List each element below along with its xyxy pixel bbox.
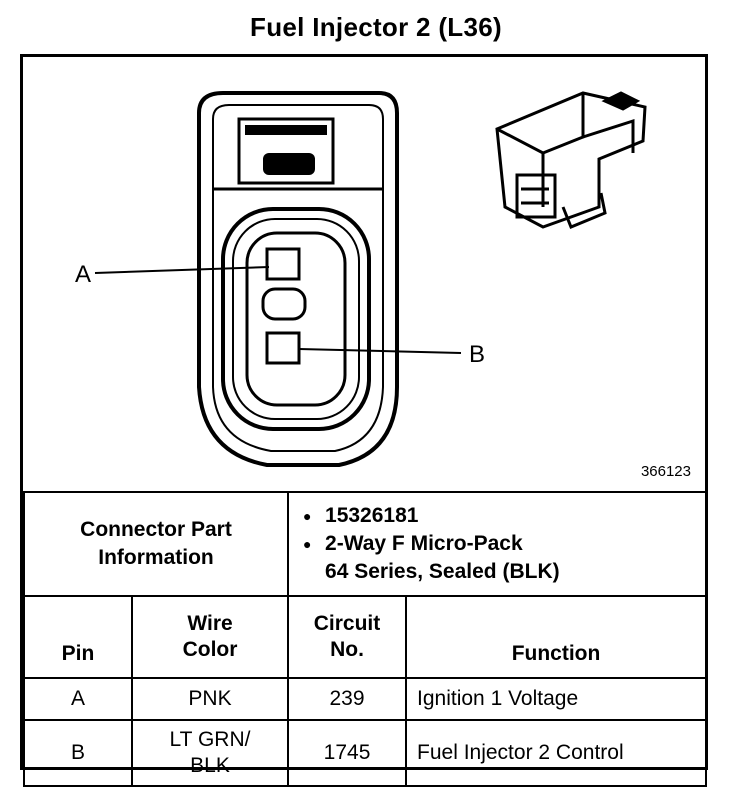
row-circuit-no: 239: [287, 677, 408, 721]
pin-b-leader: [298, 348, 462, 354]
row-wire-color: PNK: [130, 677, 290, 721]
table-row: A PNK 239 Ignition 1 Voltage: [23, 677, 708, 721]
terminal-a: [265, 247, 301, 281]
connector-info-values: ● 15326181 ● 2-Way F Micro-Pack 64 Series,…: [287, 491, 708, 597]
connector-pinout-table: Connector Part Information ● 15326181 ● 2-…: [22, 491, 708, 787]
row-pin: B: [23, 719, 133, 787]
row-function: Ignition 1 Voltage: [405, 677, 708, 721]
locking-tab: [237, 117, 335, 185]
row-function: Fuel Injector 2 Control: [405, 719, 708, 787]
pin-a-leader: [94, 266, 270, 274]
figure-number: 366123: [640, 463, 691, 480]
row-circuit-no: 1745: [287, 719, 408, 787]
row-pin: A: [23, 677, 133, 721]
connector-housing-outline: [197, 91, 399, 467]
header-function: Function: [405, 595, 708, 679]
connector-info-label: Connector Part Information: [22, 491, 290, 597]
bullet-icon: ●: [303, 536, 312, 552]
header-pin: Pin: [23, 595, 133, 679]
terminal-cavity-mid: [232, 218, 360, 420]
bullet-icon: ●: [303, 508, 312, 524]
connector-illustration-area: A B 366123: [23, 57, 705, 491]
locking-tab-inner: [245, 125, 327, 135]
terminal-cavity-outer: [221, 207, 371, 431]
row-wire-color: LT GRN/BLK: [130, 719, 290, 787]
terminal-cavity-inner: [245, 231, 347, 407]
connector-isometric-view: [495, 91, 647, 229]
connector-housing-inner: [212, 104, 384, 452]
diagram-title: Fuel Injector 2 (L36): [250, 12, 502, 42]
connector-type: 2-Way F Micro-Pack: [325, 532, 523, 555]
connector-frame: A B 366123 Connector Part Information ● 1…: [20, 54, 708, 787]
terminal-b: [265, 331, 301, 365]
pin-b-label: B: [469, 341, 486, 368]
terminal-center: [261, 287, 307, 321]
connector-part-number: 15326181: [325, 504, 419, 527]
table-row: B LT GRN/BLK 1745 Fuel Injector 2 Contro…: [23, 719, 708, 787]
connector-series: 64 Series, Sealed (BLK): [325, 560, 560, 583]
pin-a-label: A: [75, 261, 92, 288]
locking-tab-slot: [263, 153, 315, 175]
connector-face-drawing: [94, 91, 647, 467]
connector-info-row: Connector Part Information ● 15326181 ● 2-…: [22, 491, 708, 597]
